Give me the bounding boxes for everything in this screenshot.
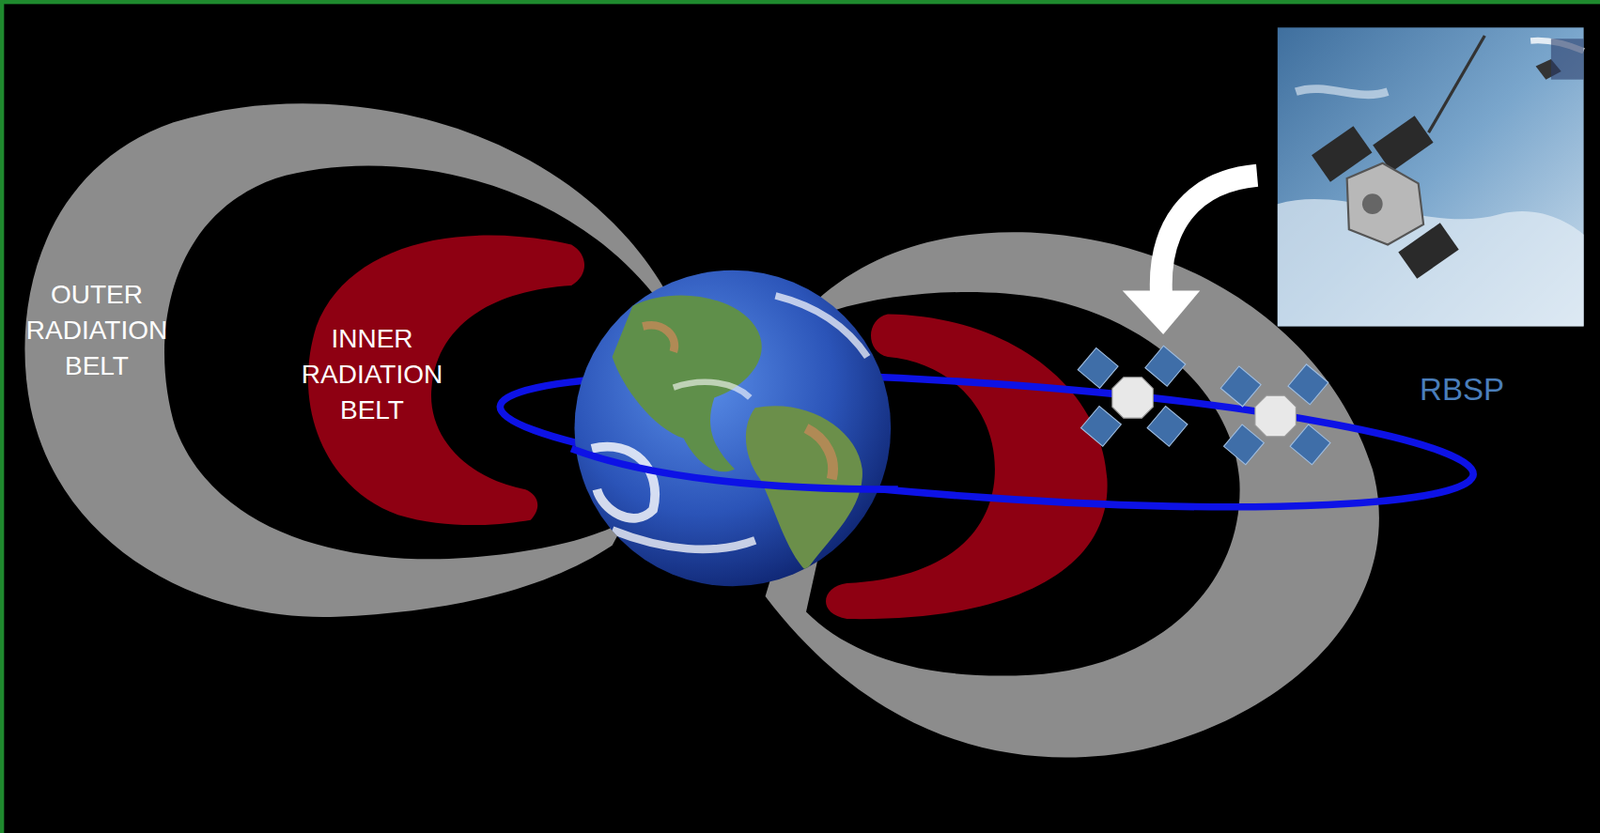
frame-left [0, 0, 4, 833]
pointer-arrowhead [1122, 290, 1201, 335]
earth [574, 270, 891, 588]
belt-label: OUTER RADIATION BELT [16, 277, 177, 385]
spacecraft-photo [1277, 27, 1585, 327]
orbit-front [571, 449, 899, 490]
pointer-arrow [1161, 175, 1258, 295]
satellite-icon [1220, 364, 1331, 466]
frame-top [0, 0, 1600, 4]
mission-label: RBSP [1405, 372, 1519, 408]
belt-label: INNER RADIATION BELT [292, 321, 452, 429]
satellite-icon [1077, 345, 1188, 447]
